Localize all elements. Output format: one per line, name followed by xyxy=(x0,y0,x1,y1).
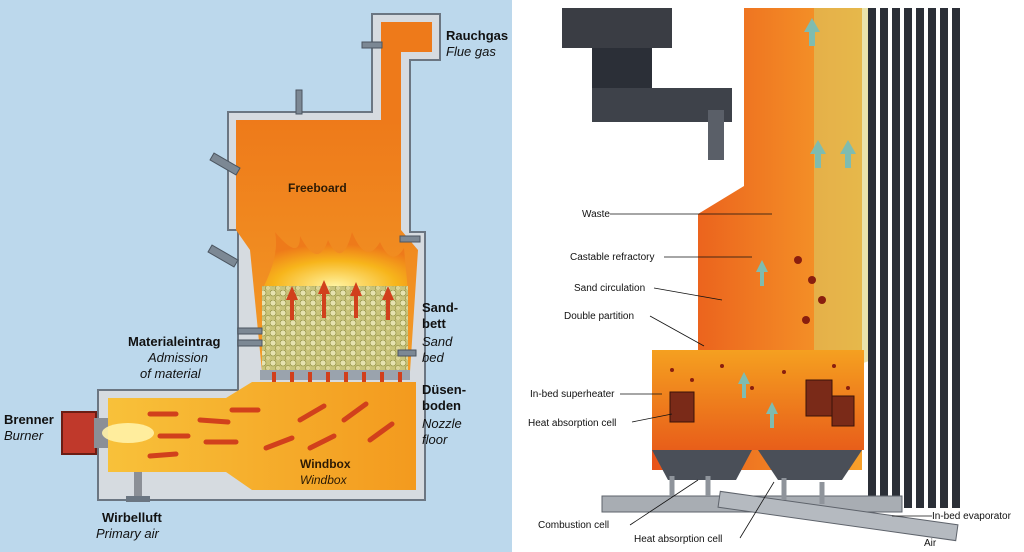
air-risers xyxy=(669,476,825,504)
right-boiler-cutaway-diagram: Waste Castable refractory Sand circulati… xyxy=(522,0,1024,552)
primary-air-label-en: Primary air xyxy=(96,526,160,541)
nozzle-floor-label-en-2: floor xyxy=(422,432,448,447)
membrane-wall xyxy=(814,8,872,380)
waste-label: Waste xyxy=(582,209,610,220)
gas-flow-arrows xyxy=(738,18,856,428)
primary-air-label-de: Wirbelluft xyxy=(102,510,162,525)
combustion-cell-label: Combustion cell xyxy=(538,520,609,531)
sand-bed-label-en-2: bed xyxy=(422,350,444,365)
material-label-de: Materialeintrag xyxy=(128,334,221,349)
sand-bed-arrows xyxy=(286,280,394,320)
material-label-en-2: of material xyxy=(140,366,202,381)
heat-absorption-cell-bottom-label: Heat absorption cell xyxy=(634,534,722,545)
sand-circulation-label: Sand circulation xyxy=(574,283,645,294)
flue-gas-label-en: Flue gas xyxy=(446,44,496,59)
flames xyxy=(262,232,408,292)
side-ports xyxy=(207,41,421,357)
air-label: Air xyxy=(924,538,937,549)
air-header-pipe xyxy=(601,490,959,542)
nozzle-floor-label-en-1: Nozzle xyxy=(422,416,462,431)
flue-gas-stack xyxy=(381,22,432,124)
windbox-arrows xyxy=(147,401,395,459)
nozzles xyxy=(272,372,402,382)
burner xyxy=(61,411,154,455)
tube-bank xyxy=(868,8,960,508)
sand-bed-label-de-1: Sand- xyxy=(422,300,458,315)
flue-gas-label-de: Rauchgas xyxy=(446,28,508,43)
bed-bottom-hoppers xyxy=(652,450,862,480)
waste-hopper xyxy=(562,8,732,160)
nozzle-floor-label-de-2: boden xyxy=(422,398,461,413)
burner-label-de: Brenner xyxy=(4,412,54,427)
left-diagram-svg: Rauchgas Flue gas Freeboard Sand- bett S… xyxy=(4,13,508,541)
primary-air-pipe xyxy=(126,472,150,502)
material-label-en-1: Admission xyxy=(147,350,208,365)
castable-refractory-label: Castable refractory xyxy=(570,252,654,263)
nozzle-floor-label-de-1: Düsen- xyxy=(422,382,466,397)
burner-label-en: Burner xyxy=(4,428,44,443)
windbox-label-en: Windbox xyxy=(300,473,348,487)
heat-absorption-cell-left-label: Heat absorption cell xyxy=(528,418,616,429)
windbox xyxy=(108,382,416,490)
sand-bed-label-de-2: bett xyxy=(422,316,447,331)
double-partition-label: Double partition xyxy=(564,311,634,322)
freeboard-label: Freeboard xyxy=(288,181,347,195)
sand-bed-label-en-1: Sand xyxy=(422,334,453,349)
leader-lines xyxy=(610,213,932,539)
right-diagram-svg: Waste Castable refractory Sand circulati… xyxy=(528,8,1012,549)
nozzle-floor xyxy=(260,370,410,380)
in-bed-superheater-label: In-bed superheater xyxy=(530,389,615,400)
in-bed-evaporator-label: In-bed evaporator xyxy=(932,511,1012,522)
windbox-label-de: Windbox xyxy=(300,457,351,471)
heat-absorption-cells xyxy=(669,379,855,427)
left-fluidized-bed-diagram: Rauchgas Flue gas Freeboard Sand- bett S… xyxy=(0,0,512,552)
